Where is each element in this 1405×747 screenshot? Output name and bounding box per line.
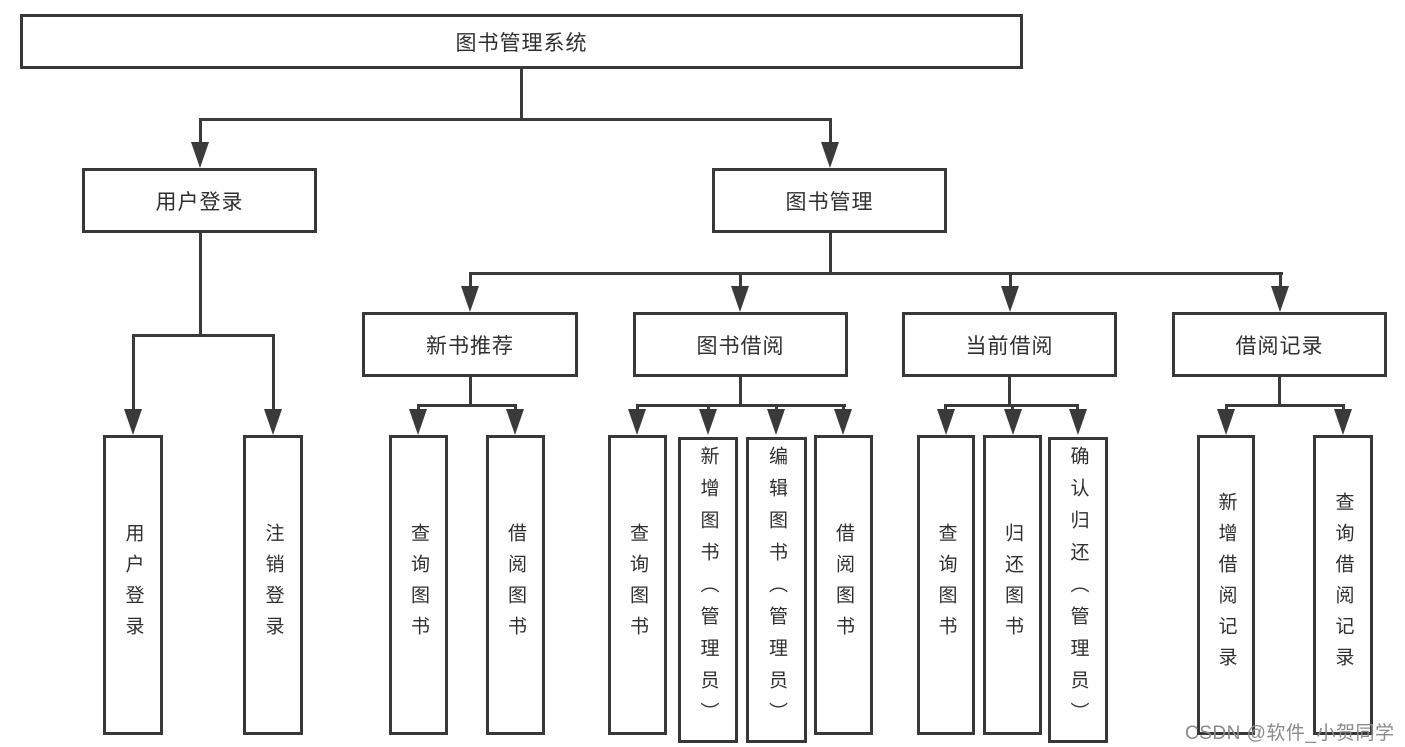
arrowhead-down-icon: [699, 409, 717, 435]
arrowhead-down-icon: [821, 142, 839, 168]
leaf-borrow-books-recommend-label: 借阅图书: [505, 523, 526, 647]
node-borrowing-records-label: 借阅记录: [1235, 334, 1324, 358]
node-user-login: 用户登录: [82, 168, 317, 233]
node-user-login-label: 用户登录: [155, 190, 244, 214]
node-book-management: 图书管理: [712, 168, 947, 233]
arrowhead-down-icon: [461, 286, 479, 312]
leaf-add-borrow-record: 新增借阅记录: [1197, 435, 1255, 735]
arrowhead-down-icon: [191, 142, 209, 168]
leaf-add-book-admin: 新增图书（管理员）: [678, 437, 738, 743]
node-book-borrowing: 图书借阅: [633, 312, 848, 377]
connector: [1225, 404, 1228, 412]
node-root: 图书管理系统: [20, 14, 1023, 69]
arrowhead-down-icon: [1334, 409, 1352, 435]
arrowhead-down-icon: [1217, 409, 1235, 435]
connector: [417, 404, 517, 407]
leaf-query-books-current: 查询图书: [917, 435, 975, 735]
connector: [469, 272, 472, 288]
arrowhead-down-icon: [1069, 409, 1087, 435]
leaf-add-book-admin-label: 新增图书（管理员）: [697, 446, 719, 734]
node-current-borrowing: 当前借阅: [902, 312, 1117, 377]
node-book-management-label: 图书管理: [785, 190, 874, 214]
arrowhead-down-icon: [937, 409, 955, 435]
leaf-query-books-recommend-label: 查询图书: [408, 523, 429, 647]
connector: [1009, 272, 1012, 288]
arrowhead-down-icon: [124, 409, 142, 435]
node-borrowing-records: 借阅记录: [1172, 312, 1387, 377]
connector: [707, 404, 710, 412]
leaf-edit-book-admin-label: 编辑图书（管理员）: [766, 446, 787, 734]
connector: [944, 404, 947, 412]
connector: [1342, 404, 1345, 412]
arrowhead-down-icon: [767, 409, 785, 435]
connector: [1225, 404, 1345, 407]
node-root-label: 图书管理系统: [455, 31, 588, 55]
leaf-return-book: 归还图书: [983, 435, 1042, 735]
leaf-confirm-return-admin-label: 确认归还（管理员）: [1067, 446, 1089, 734]
leaf-user-login-label: 用户登录: [122, 523, 144, 647]
leaf-query-borrow-record: 查询借阅记录: [1313, 435, 1373, 735]
arrowhead-down-icon: [731, 286, 749, 312]
node-current-borrowing-label: 当前借阅: [965, 334, 1054, 358]
connector: [636, 404, 639, 412]
connector: [829, 233, 832, 275]
connector: [1008, 377, 1011, 407]
leaf-user-login: 用户登录: [103, 435, 163, 735]
node-book-borrowing-label: 图书借阅: [696, 334, 785, 358]
arrowhead-down-icon: [506, 409, 524, 435]
connector: [1011, 404, 1014, 412]
arrowhead-down-icon: [1001, 286, 1019, 312]
connector: [417, 404, 420, 412]
leaf-query-books-current-label: 查询图书: [935, 523, 957, 647]
leaf-borrow-books-borrowing-label: 借阅图书: [833, 523, 854, 647]
connector: [739, 272, 742, 288]
csdn-watermark: CSDN @软件_小贺同学: [1185, 723, 1395, 744]
leaf-query-books-borrowing: 查询图书: [608, 435, 667, 735]
connector: [199, 118, 202, 145]
leaf-query-borrow-record-label: 查询借阅记录: [1332, 492, 1354, 678]
arrowhead-down-icon: [628, 409, 646, 435]
connector: [272, 334, 275, 411]
connector: [1076, 404, 1079, 412]
leaf-logout: 注销登录: [243, 435, 303, 735]
node-new-book-recommend-label: 新书推荐: [426, 334, 514, 358]
leaf-logout-label: 注销登录: [262, 523, 284, 647]
connector: [514, 404, 517, 412]
arrowhead-down-icon: [264, 409, 282, 435]
node-new-book-recommend: 新书推荐: [362, 312, 578, 377]
connector: [842, 404, 845, 412]
leaf-borrow-books-recommend: 借阅图书: [486, 435, 545, 735]
leaf-confirm-return-admin: 确认归还（管理员）: [1048, 437, 1108, 743]
connector: [829, 118, 832, 145]
leaf-add-borrow-record-label: 新增借阅记录: [1215, 492, 1237, 678]
leaf-edit-book-admin: 编辑图书（管理员）: [746, 437, 807, 743]
connector: [775, 404, 778, 412]
connector: [636, 404, 846, 407]
leaf-borrow-books-borrowing: 借阅图书: [814, 435, 873, 735]
connector: [469, 272, 1283, 275]
arrowhead-down-icon: [409, 409, 427, 435]
leaf-query-books-borrowing-label: 查询图书: [627, 523, 648, 647]
arrowhead-down-icon: [1004, 409, 1022, 435]
connector: [739, 377, 742, 407]
connector: [1278, 377, 1281, 407]
leaf-query-books-recommend: 查询图书: [389, 435, 448, 735]
connector: [469, 377, 472, 407]
arrowhead-down-icon: [834, 409, 852, 435]
leaf-return-book-label: 归还图书: [1002, 523, 1023, 647]
connector: [199, 233, 202, 337]
arrowhead-down-icon: [1271, 286, 1289, 312]
connector: [132, 334, 275, 337]
connector: [199, 118, 832, 121]
connector: [132, 334, 135, 411]
connector: [1279, 272, 1282, 288]
connector: [520, 69, 523, 121]
